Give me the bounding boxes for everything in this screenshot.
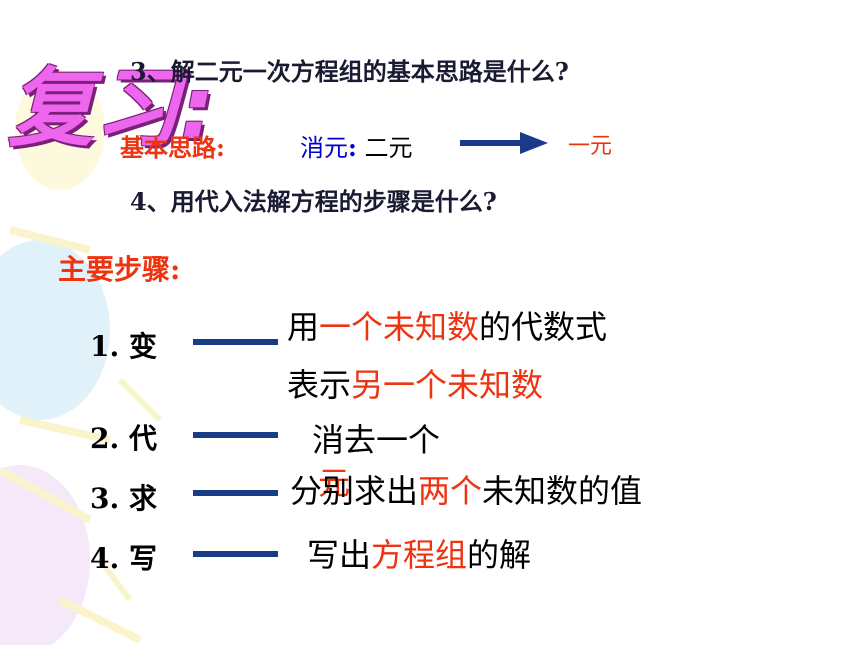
step-2-dash (193, 432, 278, 438)
desc1-part-highlight: 一个未知数 (319, 308, 480, 346)
step-1-description-line-1: 用一个未知数的代数式 (287, 302, 607, 348)
question-3: 3、解二元一次方程组的基本思路是什么? (130, 57, 569, 86)
two-variables-text: 二元 (364, 134, 413, 162)
step-4-name: 写 (128, 542, 157, 575)
one-variable-text: 一元 (568, 134, 613, 159)
step-1-name: 变 (128, 330, 157, 363)
step-4-dash (193, 551, 278, 557)
desc1-part: 用 (287, 308, 320, 346)
elimination-line: 消元: 二元 (300, 128, 413, 163)
step-3-description: 分别求出两个未知数的值 (290, 466, 642, 512)
step-1-description-line-2: 表示另一个未知数 (287, 360, 543, 406)
arrow-right-icon (460, 132, 548, 154)
basic-idea-line: 基本思路: (120, 128, 225, 163)
step-4-number: 4. (90, 542, 120, 575)
desc3-part: 分别求出 (290, 472, 419, 510)
step-3-dash (193, 490, 278, 496)
step-1-number: 1. (90, 330, 120, 363)
desc4-part: 的解 (467, 536, 532, 574)
step-3-label: 3. 求 (90, 477, 157, 517)
desc4-part-highlight: 方程组 (371, 536, 468, 574)
main-steps-heading: 主要步骤: (58, 253, 181, 286)
step-1-label: 1. 变 (90, 325, 157, 365)
desc4-part: 写出 (307, 536, 372, 574)
step-2-description: 消去一个 (312, 421, 441, 459)
elimination-colon: : (348, 133, 357, 162)
step-4-label: 4. 写 (90, 537, 157, 577)
desc3-part-highlight: 两个 (418, 472, 483, 510)
desc1-part: 的代数式 (479, 308, 608, 346)
step-4-description: 写出方程组的解 (307, 530, 531, 576)
desc3-part: 未知数的值 (482, 472, 643, 510)
step-2-label: 2. 代 (90, 417, 157, 457)
step-2-description-highlight: 元 (318, 464, 351, 502)
question-4: 4、用代入法解方程的步骤是什么? (130, 187, 497, 216)
step-3-name: 求 (128, 482, 157, 515)
step-2-number: 2. (90, 422, 120, 455)
basic-idea-label: 基本思路: (120, 133, 225, 162)
step-2-name: 代 (128, 422, 157, 455)
step-3-number: 3. (90, 482, 120, 515)
elimination-label: 消元 (300, 134, 348, 162)
desc1b-part: 表示 (287, 366, 352, 404)
desc1b-part-highlight: 另一个未知数 (351, 366, 544, 404)
review-title: 复习: (8, 59, 215, 159)
step-1-dash (193, 339, 278, 345)
